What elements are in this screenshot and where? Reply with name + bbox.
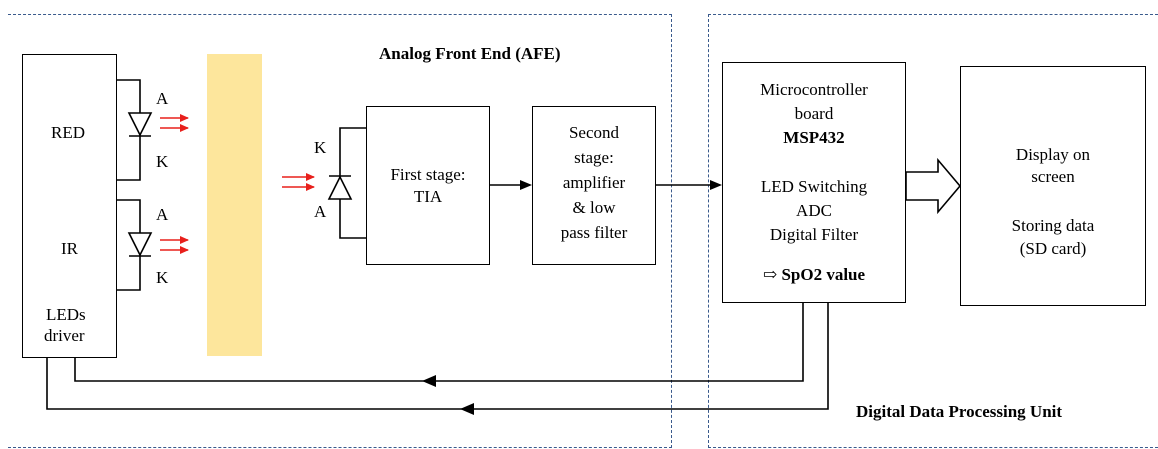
mcu-model: MSP432 [783,128,845,147]
led-driver-box [22,54,117,358]
ddpu-region [708,14,1158,448]
red-led-anode-label: A [156,89,169,108]
second-stage-line5: pass filter [560,223,628,242]
mcu-box [722,62,906,303]
display-box [960,66,1146,306]
tissue-sample [207,54,262,356]
red-led-light-icon [160,114,189,132]
afe-region [8,14,672,448]
red-led-circuit [117,79,141,181]
first-stage-line1: First stage: [390,165,466,184]
second-stage-line3: amplifier [562,173,626,192]
display-line4: (SD card) [1019,239,1087,258]
mcu-line2: board [794,104,834,123]
spo2-value-label: SpO2 value [781,265,866,284]
red-led-diode-icon [127,112,153,137]
first-stage-line2: TIA [413,187,443,206]
feedback-lines [46,303,829,410]
led-driver-label-1: LEDs [46,305,86,324]
photodiode-cathode-label: K [314,138,327,157]
mcu-line5: ADC [796,201,832,220]
incoming-light-icon [282,173,315,191]
led-driver-label-2: driver [44,326,85,345]
photodiode-anode-label: A [314,202,327,221]
mcu-result: ⇨ SpO2 value [722,264,906,286]
mcu-line4: LED Switching [760,177,868,196]
result-arrow-icon: ⇨ [762,265,778,284]
ir-led-diode-icon [127,232,153,257]
mcu-to-display-arrow [905,157,962,215]
ir-led-cathode-label: K [156,268,169,287]
display-line3: Storing data [1011,216,1095,235]
photodiode-circuit [339,127,366,239]
second-stage-line2: stage: [574,148,614,167]
red-led-cathode-label: K [156,152,169,171]
ir-led-anode-label: A [156,205,169,224]
photodiode-icon [327,175,353,200]
second-stage-box [532,106,656,265]
feedback-arrow-icon [422,375,474,415]
second-stage-line1: Second [568,123,620,142]
afe-title: Analog Front End (AFE) [379,44,561,63]
ddpu-title: Digital Data Processing Unit [856,402,1063,421]
mcu-line6: Digital Filter [769,225,859,244]
display-line1: Display on [1015,145,1091,164]
display-line2: screen [1031,167,1075,186]
red-label: RED [51,123,85,142]
first-stage-box [366,106,490,265]
ir-led-light-icon [160,236,189,254]
second-stage-line4: & low [572,198,616,217]
ir-label: IR [61,239,78,258]
mcu-line1: Microcontroller [760,80,868,99]
